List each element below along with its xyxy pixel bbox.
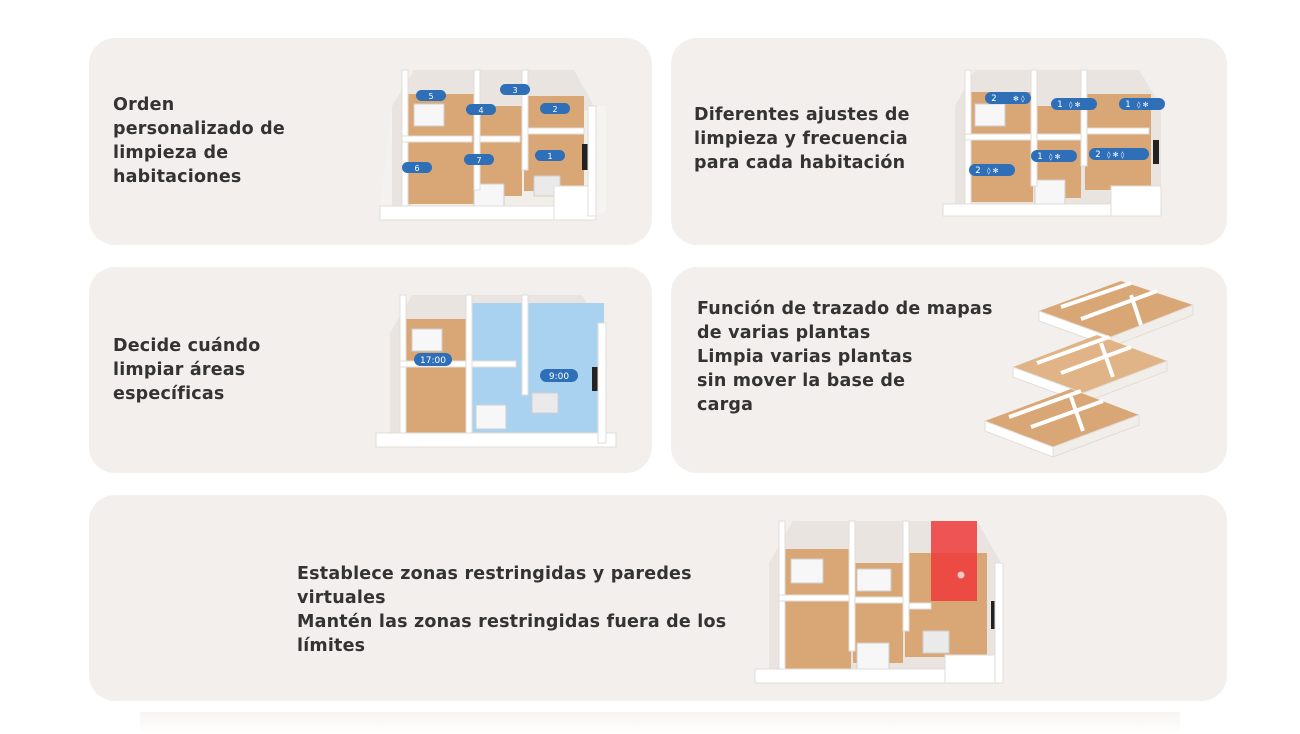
feature-text-line: Decide cuándo [113, 336, 261, 356]
feature-text-line: para cada habitación [694, 153, 906, 173]
fan-icon: ◊ ✻ ◊ [1107, 151, 1125, 159]
badge: 5 [428, 92, 433, 101]
feature-text: Orden personalizado de limpieza de habit… [113, 93, 285, 189]
feature-text: Diferentes ajustes de limpieza y frecuen… [694, 103, 910, 175]
feature-text-line: carga [697, 395, 754, 415]
drop-icon: ◊ ✻ [1137, 101, 1149, 109]
feature-text-line: Establece zonas restringidas y paredes [297, 564, 692, 584]
bottom-fade [140, 712, 1180, 734]
badge: 7 [476, 156, 481, 165]
feature-card-room-settings: Diferentes ajustes de limpieza y frecuen… [671, 38, 1227, 245]
feature-card-custom-order: Orden personalizado de limpieza de habit… [89, 38, 652, 245]
badge: 2 [991, 94, 996, 104]
badge: 2 [1095, 150, 1100, 160]
schedule-time-badge: 9:00 [549, 372, 569, 382]
drop-icon: ◊ ✻ [1069, 101, 1081, 109]
feature-text-line: personalizado de [113, 119, 285, 139]
feature-text: Función de trazado de mapas de varias pl… [697, 297, 993, 417]
feature-text-line: habitaciones [113, 167, 242, 187]
drop-icon: ◊ ✻ [987, 167, 999, 175]
feature-text-line: limpieza y frecuencia [694, 129, 908, 149]
badge: 1 [1057, 100, 1062, 110]
schedule-time-badge: 17:00 [420, 356, 446, 366]
badge: 1 [547, 152, 552, 161]
feature-text-line: virtuales [297, 588, 386, 608]
feature-text-line: Limpia varias plantas [697, 347, 913, 367]
feature-text-line: Mantén las zonas restringidas fuera de l… [297, 612, 727, 632]
feature-card-restricted-zones: Establece zonas restringidas y paredes v… [89, 495, 1227, 701]
feature-text-line: Función de trazado de mapas [697, 299, 993, 319]
room-settings-badges: 2 ✻ ◊ 1 ◊ ✻ 1 ◊ ✻ 2 ◊ ✻ 1 ◊ ✻ 2 ◊ ✻ ◊ [969, 92, 1165, 176]
badge: 1 [1037, 152, 1042, 162]
feature-card-schedule-areas: Decide cuándo limpiar áreas específicas … [89, 267, 652, 473]
cleaning-order-badges: 5 3 4 2 1 6 7 [402, 84, 570, 173]
feature-text: Decide cuándo limpiar áreas específicas [113, 334, 261, 406]
feature-text-line: limpiar áreas [113, 360, 246, 380]
house-floorplan-icon: 17:00 9:00 [375, 294, 617, 448]
feature-text-line: específicas [113, 384, 225, 404]
restricted-zone-icon [931, 521, 977, 601]
feature-text-line: Diferentes ajustes de [694, 105, 910, 125]
feature-text-line: límites [297, 636, 366, 656]
feature-card-multi-floor: Función de trazado de mapas de varias pl… [671, 267, 1227, 473]
badge: 4 [478, 106, 483, 115]
house-floorplan-icon [754, 520, 1004, 684]
feature-text-line: sin mover la base de [697, 371, 906, 391]
feature-text-line: limpieza de [113, 143, 229, 163]
badge: 3 [512, 86, 517, 95]
fan-icon: ✻ ◊ [1013, 95, 1025, 103]
badge: 2 [552, 105, 557, 114]
house-floorplan-icon: 5 3 4 2 1 6 7 [379, 69, 606, 221]
badge: 6 [414, 164, 419, 173]
badge: 1 [1125, 100, 1130, 110]
drop-icon: ◊ ✻ [1049, 153, 1061, 161]
house-floorplan-icon: 2 ✻ ◊ 1 ◊ ✻ 1 ◊ ✻ 2 ◊ ✻ 1 ◊ ✻ 2 ◊ ✻ ◊ [942, 69, 1165, 217]
badge: 2 [975, 166, 980, 176]
feature-text-line: Orden [113, 95, 175, 115]
feature-text-line: de varias plantas [697, 323, 871, 343]
feature-text: Establece zonas restringidas y paredes v… [297, 562, 726, 658]
multi-floor-icon [984, 281, 1194, 458]
